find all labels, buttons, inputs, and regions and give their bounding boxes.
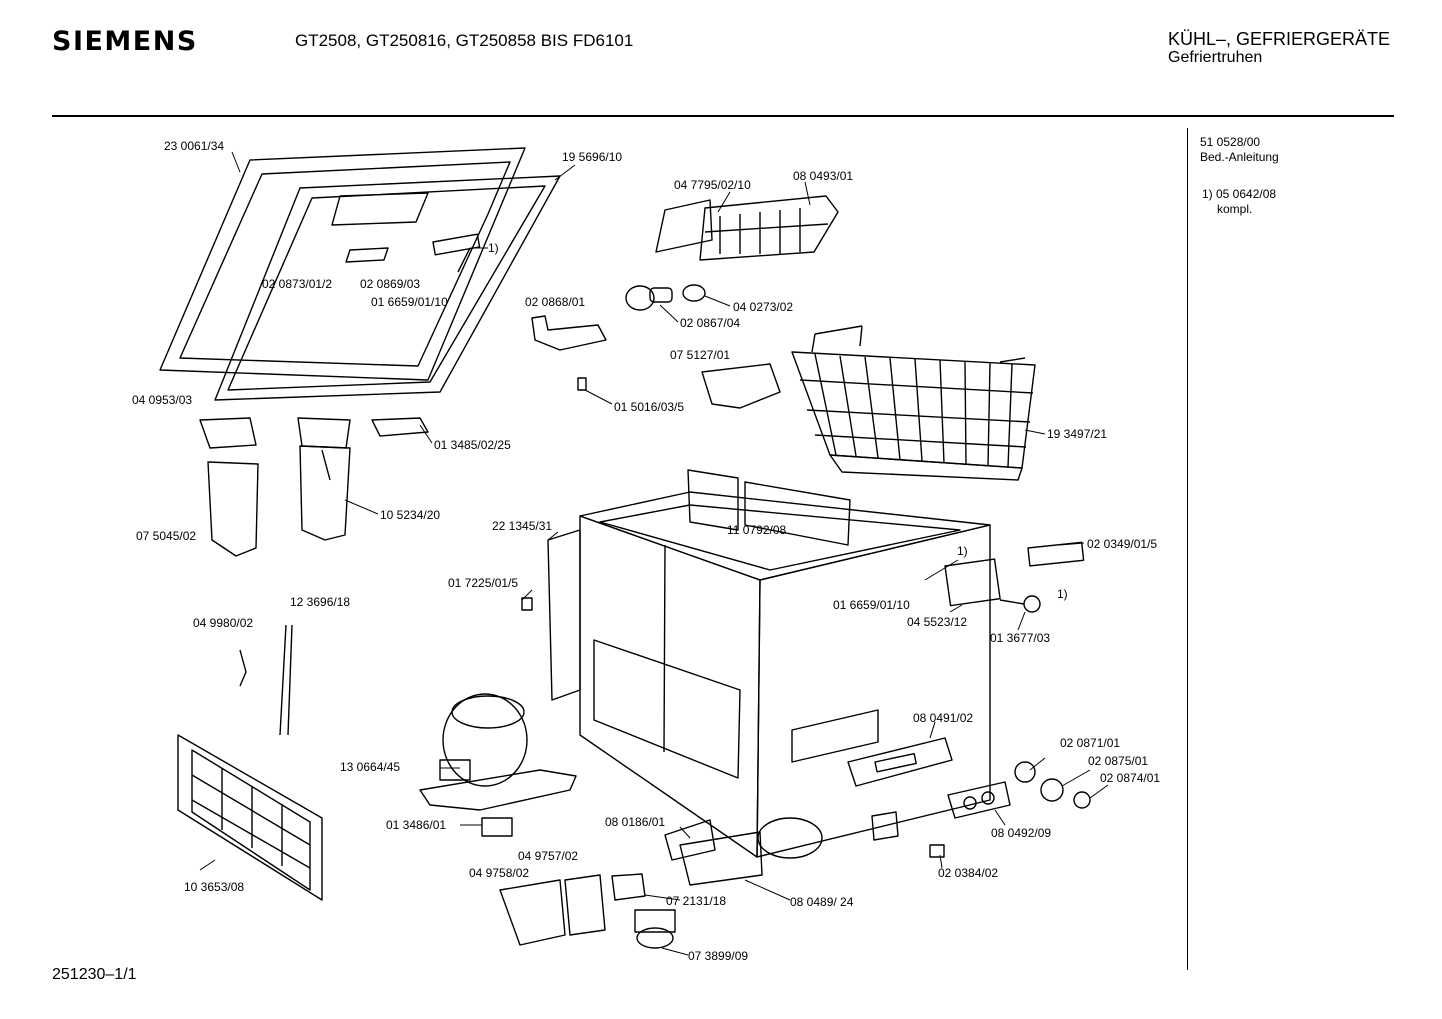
part-label: 22 1345/31 xyxy=(492,519,552,533)
vent-grille-drawing xyxy=(655,195,839,261)
part-label: 01 5016/03/5 xyxy=(614,400,684,414)
category-subtitle: Gefriertruhen xyxy=(1168,49,1263,66)
part-label: 07 2131/18 xyxy=(666,894,726,908)
clip-drawing xyxy=(577,377,587,391)
document-number: 251230–1/1 xyxy=(52,966,137,983)
part-label: 1) xyxy=(488,241,499,255)
part-label: 08 0489/ 24 xyxy=(790,895,854,909)
part-label: 1) xyxy=(957,544,968,558)
part-label: 23 0061/34 xyxy=(164,139,224,153)
header-divider xyxy=(52,115,1394,117)
part-label: 04 9980/02 xyxy=(193,616,253,630)
category-title: KÜHL–, GEFRIERGERÄTE xyxy=(1168,29,1391,49)
leader-lines xyxy=(199,151,1109,956)
part-label: 07 5045/02 xyxy=(136,529,196,543)
part-label: 11 0792/08 xyxy=(727,523,786,537)
brand-logo: SIEMENS xyxy=(52,26,198,57)
freezer-cabinet-drawing xyxy=(547,469,991,858)
electrical-parts-drawing xyxy=(481,597,823,949)
part-label: 04 9758/02 xyxy=(469,866,529,880)
part-label: 02 0349/01/5 xyxy=(1087,537,1157,551)
part-label: 19 5696/10 xyxy=(562,150,622,164)
part-label: 02 0874/01 xyxy=(1100,771,1160,785)
part-label: 01 3677/03 xyxy=(990,631,1050,645)
part-label: 13 0664/45 xyxy=(340,760,400,774)
part-label: 01 3485/02/25 xyxy=(434,438,511,452)
part-label: 08 0186/01 xyxy=(605,815,665,829)
part-label: 19 3497/21 xyxy=(1047,427,1107,441)
part-label: 02 0871/01 xyxy=(1060,736,1120,750)
part-label: 07 5127/01 xyxy=(670,348,730,362)
sidebar-divider xyxy=(1187,128,1188,970)
part-label: 10 3653/08 xyxy=(184,880,244,894)
part-label: 04 0953/03 xyxy=(132,393,192,407)
part-label: 01 7225/01/5 xyxy=(448,576,518,590)
part-label: 02 0873/01/2 xyxy=(262,277,332,291)
control-panel-parts-drawing xyxy=(847,541,1091,858)
part-label: 12 3696/18 xyxy=(290,595,350,609)
lamp-parts-drawing xyxy=(531,284,706,351)
part-label: 08 0492/09 xyxy=(991,826,1051,840)
part-label: 1) xyxy=(1057,587,1068,601)
front-grille-drawing xyxy=(177,734,323,901)
part-label: 01 3486/01 xyxy=(386,818,446,832)
wire-basket-drawing xyxy=(791,325,1036,481)
capillary-drawing xyxy=(239,624,293,736)
part-label: 08 0493/01 xyxy=(793,169,853,183)
sidebar-item2-number: 1) 05 0642/08 xyxy=(1202,187,1277,201)
sidebar-item2-desc: kompl. xyxy=(1217,202,1253,216)
part-label: 02 0875/01 xyxy=(1088,754,1148,768)
part-label: 01 6659/01/10 xyxy=(833,598,910,612)
part-labels: 23 0061/34 19 5696/10 1) 02 0873/01/2 02… xyxy=(132,139,1160,963)
part-label: 10 5234/20 xyxy=(380,508,440,522)
part-label: 04 9757/02 xyxy=(518,849,578,863)
part-label: 02 0384/02 xyxy=(938,866,998,880)
part-label: 01 6659/01/10 xyxy=(371,295,448,309)
sidebar-item1-desc: Bed.-Anleitung xyxy=(1200,150,1279,164)
sidebar-item1-number: 51 0528/00 xyxy=(1200,135,1261,149)
model-list: GT2508, GT250816, GT250858 BIS FD6101 xyxy=(295,31,634,50)
lid-frame-drawing xyxy=(159,147,561,401)
bracket-drawing xyxy=(701,363,781,409)
part-label: 08 0491/02 xyxy=(913,711,973,725)
part-label: 04 0273/02 xyxy=(733,300,793,314)
compressor-drawing xyxy=(419,693,577,811)
part-label: 04 5523/12 xyxy=(907,615,967,629)
part-label: 04 7795/02/10 xyxy=(674,178,751,192)
part-label: 07 3899/09 xyxy=(688,949,748,963)
hinge-parts-drawing xyxy=(199,417,429,557)
part-label: 02 0868/01 xyxy=(525,295,585,309)
part-label: 02 0867/04 xyxy=(680,316,740,330)
part-label: 02 0869/03 xyxy=(360,277,420,291)
